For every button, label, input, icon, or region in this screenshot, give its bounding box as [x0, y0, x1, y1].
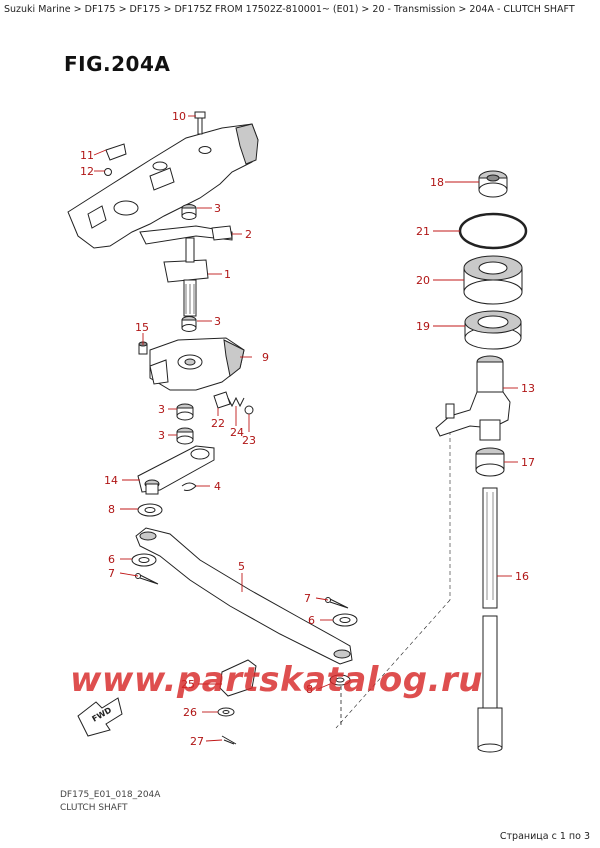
callout-17[interactable]: 17 — [521, 456, 535, 469]
clutch-shaft-16 — [477, 487, 503, 753]
bearing-20 — [463, 255, 523, 305]
callout-19[interactable]: 19 — [416, 320, 430, 333]
page-info: Страница с 1 по 3 — [499, 831, 590, 842]
callout-14[interactable]: 14 — [104, 474, 118, 487]
callout-25[interactable]: 25 — [181, 678, 195, 691]
callout-16[interactable]: 16 — [515, 570, 529, 583]
fwd-arrow-icon: FWD — [77, 697, 123, 737]
bushing-3-second — [181, 316, 197, 332]
callout-7[interactable]: 7 — [108, 567, 115, 580]
callout-6[interactable]: 6 — [308, 614, 315, 627]
breadcrumb[interactable]: Suzuki Marine > DF175 > DF175 > DF175Z F… — [4, 4, 575, 15]
footer-caption: CLUTCH SHAFT — [60, 803, 128, 813]
callout-10[interactable]: 10 — [172, 110, 186, 123]
callout-3[interactable]: 3 — [158, 403, 165, 416]
pin-27 — [221, 735, 237, 745]
callout-15[interactable]: 15 — [135, 321, 149, 334]
callout-8[interactable]: 8 — [108, 503, 115, 516]
callout-3[interactable]: 3 — [158, 429, 165, 442]
collar-13 — [435, 355, 511, 441]
callout-24[interactable]: 24 — [230, 426, 244, 439]
washer-6-left — [131, 553, 157, 567]
bushing-3-fourth — [176, 427, 194, 445]
figure-title: FIG.204A — [64, 52, 171, 76]
callout-6[interactable]: 6 — [108, 553, 115, 566]
callout-21[interactable]: 21 — [416, 225, 430, 238]
shift-lever-2 — [139, 225, 233, 245]
callout-4[interactable]: 4 — [214, 480, 221, 493]
callout-5[interactable]: 5 — [238, 560, 245, 573]
callout-2[interactable]: 2 — [245, 228, 252, 241]
callout-23[interactable]: 23 — [242, 434, 256, 447]
callout-22[interactable]: 22 — [211, 417, 225, 430]
shift-shaft-1 — [163, 237, 209, 317]
callout-26[interactable]: 26 — [183, 706, 197, 719]
callout-12[interactable]: 12 — [80, 165, 94, 178]
callout-20[interactable]: 20 — [416, 274, 430, 287]
callout-3[interactable]: 3 — [214, 315, 221, 328]
bushing-17 — [475, 447, 505, 477]
link-rod-5 — [135, 527, 353, 665]
washer-6-right — [332, 613, 358, 627]
bolt-10 — [194, 111, 206, 135]
clip-4 — [181, 482, 197, 491]
callout-9[interactable]: 9 — [262, 351, 269, 364]
footer-code: DF175_E01_018_204A — [60, 790, 161, 800]
callout-27[interactable]: 27 — [190, 735, 204, 748]
callout-18[interactable]: 18 — [430, 176, 444, 189]
seal-19 — [464, 310, 522, 350]
callout-8[interactable]: 8 — [306, 683, 313, 696]
shift-bracket — [67, 123, 259, 249]
callout-1[interactable]: 1 — [224, 268, 231, 281]
housing-9 — [149, 337, 245, 391]
callout-13[interactable]: 13 — [521, 382, 535, 395]
bushing-3-third — [176, 403, 194, 421]
plate-25 — [219, 659, 257, 697]
cotter-pin-7-left — [135, 573, 159, 585]
bushing-3-top — [181, 204, 197, 220]
watermark: www.partskatalog.ru — [70, 660, 484, 700]
callout-3[interactable]: 3 — [214, 202, 221, 215]
shift-arm-14 — [137, 445, 215, 495]
callout-11[interactable]: 11 — [80, 149, 94, 162]
leader-lines — [93, 115, 518, 742]
snap-ring-21 — [458, 212, 528, 250]
washer-26 — [217, 707, 235, 717]
plug-18 — [478, 170, 508, 198]
clip-11 — [104, 143, 127, 176]
callouts: 10 11 12 3 2 1 15 3 9 3 22 24 23 3 14 4 … — [80, 110, 535, 748]
cotter-pin-7-right — [325, 597, 349, 609]
washer-8-top — [137, 503, 163, 517]
detent-22-24-23 — [213, 391, 254, 415]
callout-7[interactable]: 7 — [304, 592, 311, 605]
washer-8-bottom — [329, 674, 351, 686]
